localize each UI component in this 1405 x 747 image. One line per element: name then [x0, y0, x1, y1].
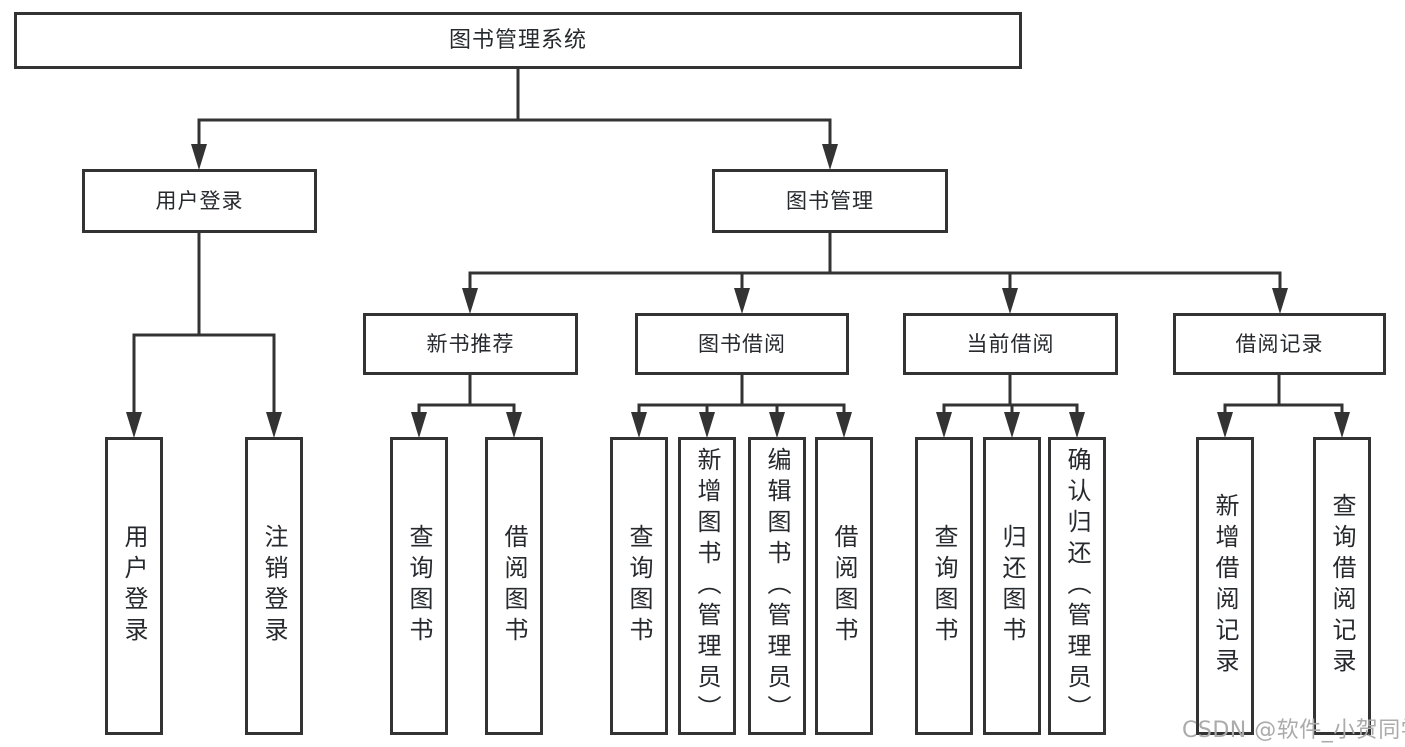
leaf-cb-return-books: 归还图书 [983, 437, 1041, 735]
leaf-bb-edit-books-admin: 编辑图书（管理员） [748, 437, 806, 735]
leaf-cb-query-books: 查询图书 [915, 437, 973, 735]
leaf-br-add-record: 新增借阅记录 [1196, 437, 1254, 735]
node-current-borrowing: 当前借阅 [903, 313, 1118, 375]
node-user-login: 用户登录 [82, 169, 317, 233]
leaf-logout-login: 注销登录 [245, 437, 303, 735]
arrowheads [126, 144, 1350, 438]
leaf-bb-add-books-admin: 新增图书（管理员） [678, 437, 736, 735]
leaf-nb-query-books: 查询图书 [390, 437, 448, 735]
leaf-cb-confirm-return-admin: 确认归还（管理员） [1048, 437, 1106, 735]
node-root-system: 图书管理系统 [14, 12, 1022, 69]
leaf-br-query-record: 查询借阅记录 [1313, 437, 1371, 735]
node-borrowing-records: 借阅记录 [1173, 313, 1386, 375]
leaf-bb-query-books: 查询图书 [610, 437, 668, 735]
node-book-management: 图书管理 [712, 169, 948, 233]
node-new-book-recommend: 新书推荐 [363, 313, 578, 375]
connector-lines [132, 67, 1344, 416]
node-book-borrowing: 图书借阅 [635, 313, 849, 375]
leaf-nb-borrow-books: 借阅图书 [485, 437, 543, 735]
leaf-user-login: 用户登录 [105, 437, 163, 735]
leaf-bb-borrow-books: 借阅图书 [815, 437, 873, 735]
csdn-watermark: CSDN @软件_小贺同学 [1182, 718, 1405, 743]
